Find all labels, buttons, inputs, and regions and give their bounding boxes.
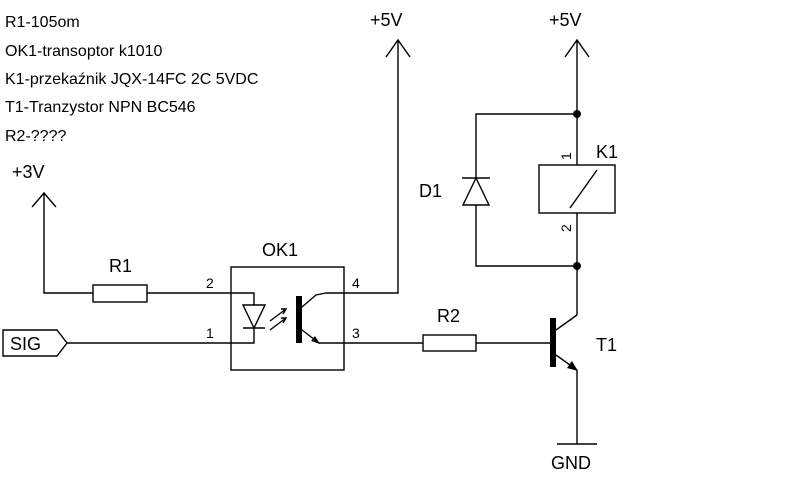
transistor-t1-arrow-icon bbox=[567, 361, 578, 371]
note-t1: T1-Tranzystor NPN BC546 bbox=[5, 99, 196, 116]
phototransistor-collector bbox=[301, 292, 344, 308]
relay-k1-label: K1 bbox=[596, 142, 618, 162]
plus5v-ok1-label: +5V bbox=[370, 10, 403, 30]
relay-coil-slash bbox=[569, 169, 598, 209]
note-r2: R2-???? bbox=[5, 128, 66, 145]
junction-bottom bbox=[573, 262, 581, 270]
relay-pin-1: 1 bbox=[558, 152, 574, 160]
resistor-r1-body bbox=[92, 284, 148, 303]
phototransistor-emitter bbox=[301, 329, 344, 344]
relay-coil-body bbox=[538, 164, 616, 214]
phototransistor-arrow-icon bbox=[311, 336, 320, 344]
ok1-pin-1: 1 bbox=[206, 325, 214, 341]
led-triangle-icon bbox=[241, 304, 267, 330]
plus5v-supply-relay: +5V bbox=[549, 10, 590, 165]
resistor-r1-label: R1 bbox=[109, 256, 132, 276]
resistor-r2-body bbox=[422, 334, 477, 352]
sig-input-port: SIG bbox=[2, 329, 231, 357]
relay-pin-2: 2 bbox=[558, 224, 574, 232]
note-k1: K1-przekaźnik JQX-14FC 2C 5VDC bbox=[5, 71, 258, 88]
resistor-r1: R1 bbox=[92, 256, 148, 303]
ok1-pin-2: 2 bbox=[206, 275, 214, 291]
transistor-t1-collector bbox=[555, 314, 578, 331]
ground-label: GND bbox=[551, 453, 591, 473]
plus3v-wire bbox=[31, 191, 93, 294]
ground-symbol: GND bbox=[551, 370, 597, 473]
diode-d1-label: D1 bbox=[419, 181, 442, 201]
component-notes: R1-105om OK1-transoptor k1010 K1-przekaź… bbox=[5, 14, 258, 145]
optocoupler-label: OK1 bbox=[262, 240, 298, 260]
note-ok1: OK1-transoptor k1010 bbox=[5, 43, 163, 60]
sig-port-shape bbox=[2, 329, 68, 357]
plus5v-supply-ok1: +5V bbox=[344, 10, 411, 294]
plus3v-supply: +3V bbox=[12, 162, 93, 294]
plus5v-relay-wire bbox=[564, 38, 590, 165]
ok1-pin-4: 4 bbox=[352, 275, 360, 291]
plus3v-label: +3V bbox=[12, 162, 45, 182]
diode-d1-wires bbox=[475, 113, 577, 267]
transistor-t1-label: T1 bbox=[596, 335, 617, 355]
ground-wire bbox=[557, 370, 597, 445]
resistor-r2: R2 bbox=[422, 306, 477, 352]
transistor-t1: T1 bbox=[550, 314, 617, 371]
diode-d1: D1 bbox=[419, 113, 577, 267]
note-r1: R1-105om bbox=[5, 14, 80, 31]
junction-top bbox=[573, 110, 581, 118]
sig-label: SIG bbox=[10, 334, 41, 354]
optocoupler-ok1: OK1 2 1 4 3 bbox=[206, 240, 360, 371]
light-rays-icon bbox=[269, 308, 288, 331]
relay-k1: K1 1 2 bbox=[538, 142, 618, 232]
plus5v-ok1-wire bbox=[344, 38, 411, 294]
plus5v-relay-label: +5V bbox=[549, 10, 582, 30]
optocoupler-body bbox=[230, 266, 345, 371]
diode-d1-triangle-icon bbox=[461, 176, 491, 206]
led-leads bbox=[231, 292, 255, 344]
ok1-pin-3: 3 bbox=[352, 325, 360, 341]
junction-dots bbox=[573, 110, 581, 270]
resistor-r2-label: R2 bbox=[437, 306, 460, 326]
